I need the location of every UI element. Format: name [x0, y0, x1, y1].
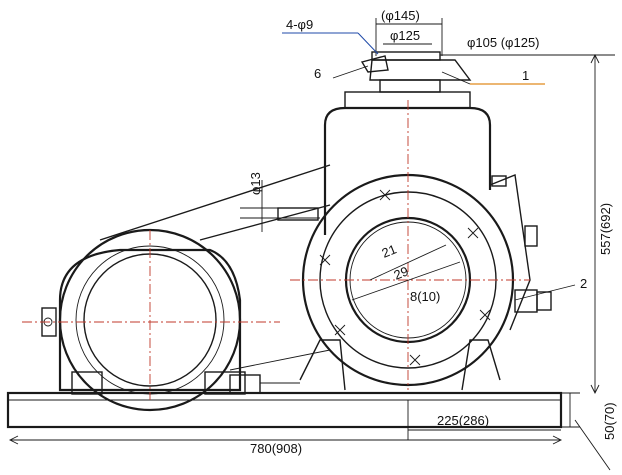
part-6-label: 6 [314, 66, 321, 81]
holes-label: 4-φ9 [286, 17, 313, 32]
part-1-label: 1 [522, 68, 529, 83]
motor [41, 228, 246, 412]
r29-label: 29 [392, 263, 411, 282]
part-2-label: 2 [580, 276, 587, 291]
inlet-dia-label: φ13 [248, 172, 263, 195]
centerlines [22, 100, 530, 400]
r21-label: 21 [380, 241, 399, 260]
dimension-lines [8, 18, 615, 445]
bolt-circle-alt-label: (φ145) [381, 8, 420, 23]
bolt-circle-label: φ125 [390, 28, 420, 43]
length-label: 780(908) [250, 441, 302, 456]
flange-label: φ105 (φ125) [467, 35, 540, 50]
shaft-label: 8(10) [410, 289, 440, 304]
leaders [282, 32, 611, 471]
base-height-label: 50(70) [602, 402, 617, 440]
base-plate [6, 391, 563, 429]
belt-guard [99, 164, 331, 371]
offset-label: 225(286) [437, 413, 489, 428]
base-coupling [229, 374, 300, 394]
pump-body [277, 51, 552, 391]
height-label: 557(692) [598, 203, 613, 255]
